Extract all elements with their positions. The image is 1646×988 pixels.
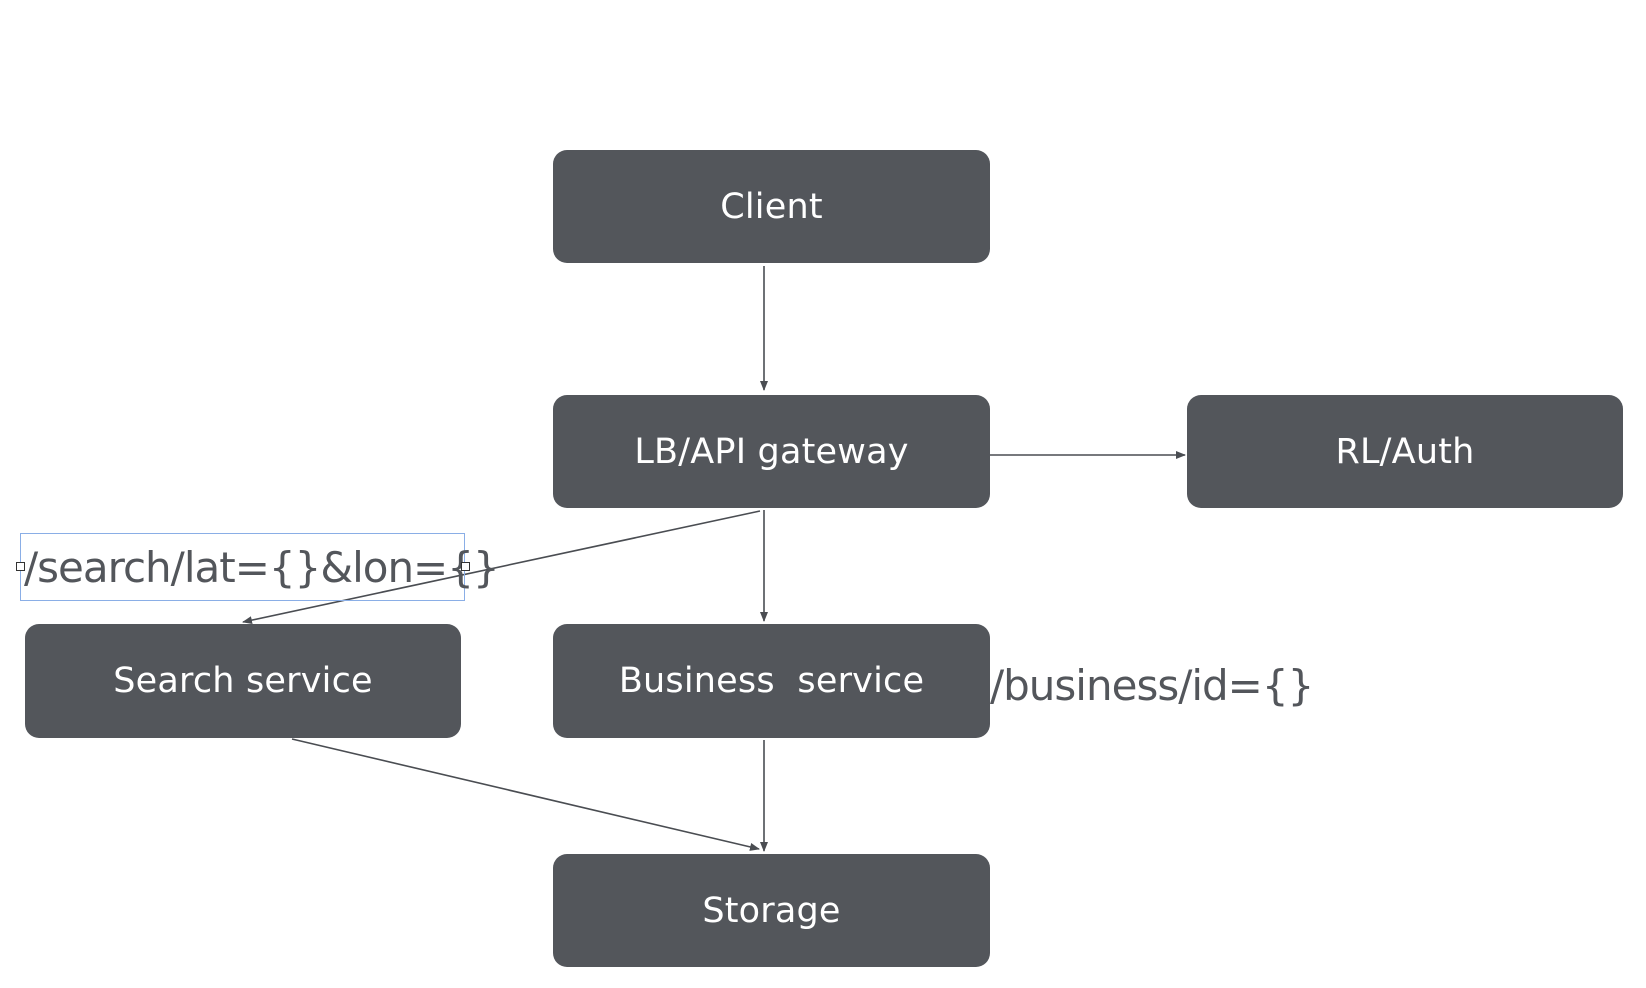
node-client-label: Client [720,186,823,227]
edge-search-to-storage [291,738,760,851]
node-business-service[interactable]: Business service [553,624,990,738]
resize-handle-left[interactable] [16,562,25,571]
node-auth[interactable]: RL/Auth [1187,395,1623,508]
business-route-label[interactable]: /business/id={} [990,661,1314,710]
node-search-service-label: Search service [113,661,373,701]
resize-handle-right[interactable] [461,562,470,571]
node-business-service-label: Business service [618,661,925,701]
edge-gateway-to-search [242,510,761,625]
node-client[interactable]: Client [553,150,990,263]
node-search-service[interactable]: Search service [25,624,461,738]
node-storage-label: Storage [702,890,841,931]
node-storage[interactable]: Storage [553,854,990,967]
node-gateway[interactable]: LB/API gateway [553,395,990,508]
node-auth-label: RL/Auth [1335,431,1475,472]
search-route-label[interactable]: /search/lat={}&lon={} [24,543,500,592]
node-gateway-label: LB/API gateway [634,431,909,472]
